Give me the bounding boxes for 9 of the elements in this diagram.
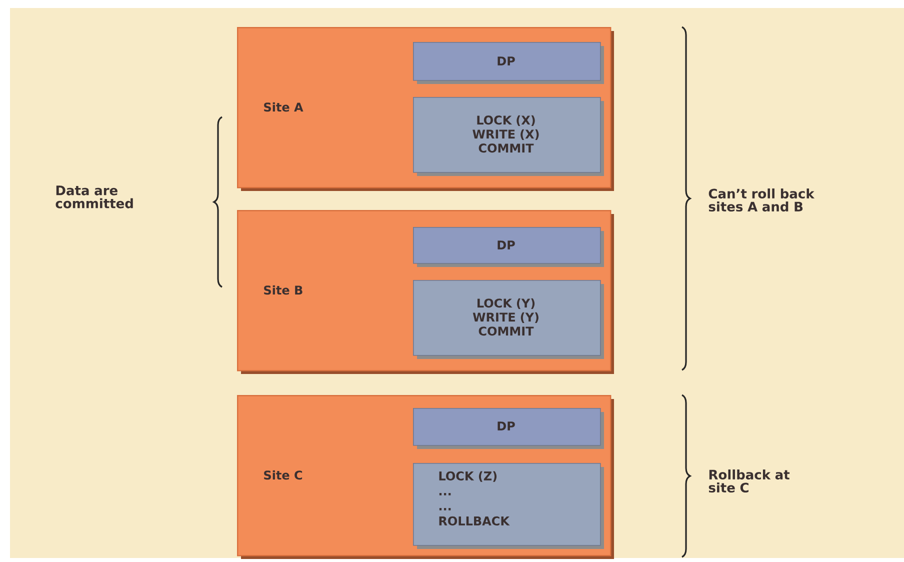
dp-box: DP bbox=[413, 408, 604, 449]
operation-box: LOCK (Z) ... ... ROLLBACK bbox=[413, 463, 604, 549]
bracket-label: Rollback at site C bbox=[708, 469, 790, 493]
dp-box: DP bbox=[413, 227, 604, 267]
dp-box: DP bbox=[413, 42, 604, 84]
bracket-label: Can’t roll back sites A and B bbox=[708, 188, 815, 212]
operation-box: LOCK (X) WRITE (X) COMMIT bbox=[413, 97, 604, 176]
bracket-label: Data are committed bbox=[56, 186, 133, 208]
operation-box: LOCK (Y) WRITE (Y) COMMIT bbox=[413, 280, 604, 359]
